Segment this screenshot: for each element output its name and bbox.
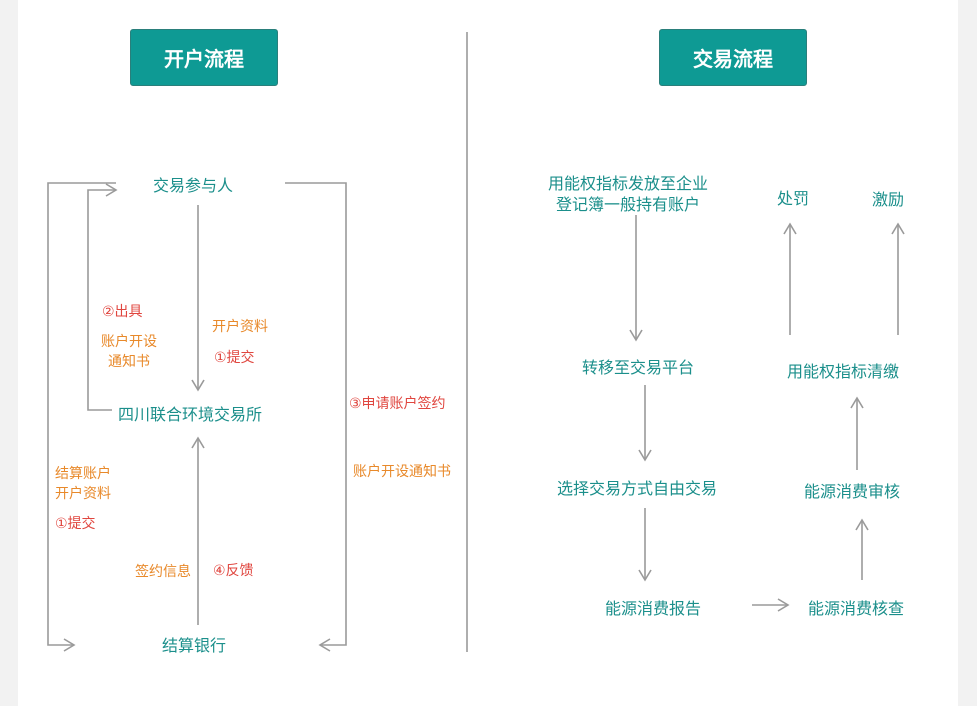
node-incentive: 激励 <box>872 190 905 209</box>
node-settle: 用能权指标清缴 <box>787 362 900 381</box>
note-sign-info: 签约信息 <box>135 564 191 580</box>
note-settle-line1: 结算账户 <box>55 466 111 482</box>
node-trade: 选择交易方式自由交易 <box>557 479 718 498</box>
note-open-info: 开户资料 <box>212 319 268 335</box>
arrow-participant-to-bank-right <box>285 182 347 652</box>
note-notice-line1: 账户开设 <box>101 334 157 350</box>
node-exchange: 四川联合环境交易所 <box>118 405 263 424</box>
node-audit: 能源消费审核 <box>804 482 901 501</box>
note-settle-line2: 开户资料 <box>55 486 111 502</box>
note-submit-1: ①提交 <box>214 350 255 366</box>
note-account-notice: 账户开设通知书 <box>353 464 451 480</box>
note-apply-sign: ③申请账户签约 <box>349 396 446 412</box>
node-verify: 能源消费核查 <box>808 599 905 618</box>
note-submit-2: ①提交 <box>55 516 96 532</box>
main-panel <box>18 0 958 706</box>
note-feedback: ④反馈 <box>213 563 254 579</box>
node-transfer: 转移至交易平台 <box>582 358 695 377</box>
note-issue: ②出具 <box>102 304 143 320</box>
node-issue-quota-line2: 登记簿一般持有账户 <box>556 195 701 214</box>
arrow-participant-to-bank <box>47 182 116 652</box>
left-title: 开户流程 <box>130 29 278 86</box>
node-bank: 结算银行 <box>162 636 227 655</box>
node-report: 能源消费报告 <box>605 599 702 618</box>
note-notice-line2: 通知书 <box>108 354 150 370</box>
node-participant: 交易参与人 <box>153 176 234 195</box>
node-penalty: 处罚 <box>777 189 810 208</box>
arrow-exchange-to-participant <box>87 183 118 411</box>
node-issue-quota-line1: 用能权指标发放至企业 <box>548 174 709 193</box>
right-title: 交易流程 <box>659 29 807 86</box>
